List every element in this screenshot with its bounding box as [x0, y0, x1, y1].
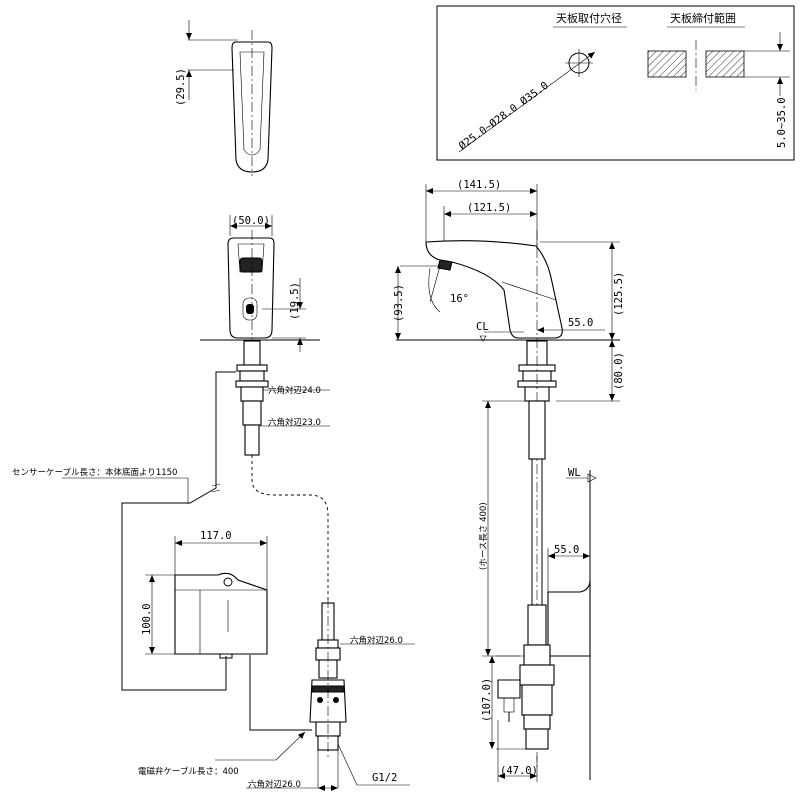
clamp-range-title: 天板締付範囲 [670, 11, 736, 25]
control-width-dim: 117.0 [200, 530, 232, 542]
legend-box: 天板取付穴径 天板締付範囲 Ø25.0~Ø28.0 Ø35.0 5.0~35.0 [436, 5, 795, 161]
front-view [62, 215, 415, 791]
thickness-range-dim: 5.0~35.0 [776, 97, 788, 148]
solenoid-valve-front [309, 598, 347, 760]
hex-24-label: 六角対辺24.0 [268, 385, 321, 396]
centerline-label: CL [476, 321, 489, 333]
legend-frame [436, 5, 795, 161]
overall-length-dim: (141.5) [457, 179, 501, 191]
control-box-side [547, 579, 591, 657]
hose-length-dim: (ホース長さ 400) [479, 502, 489, 570]
top-view [186, 20, 273, 176]
side-view [395, 184, 620, 782]
counter-thickness-symbol [647, 32, 790, 96]
faucet-body-side [425, 240, 563, 339]
valve-width-dim: (47.0) [500, 765, 538, 777]
hex-23-label: 六角対辺23.0 [268, 417, 321, 428]
valve-cable [249, 655, 312, 731]
control-height-dim: 100.0 [141, 603, 153, 635]
control-box [174, 572, 268, 655]
valve-cable-label: 電磁弁ケーブル長さ：400 [138, 766, 239, 777]
base-dim: 55.0 [568, 317, 593, 329]
sensor-window [242, 297, 258, 321]
reach-dim: (121.5) [467, 202, 511, 214]
height-dim: (125.5) [613, 272, 625, 316]
spout-height-dim: (93.5) [393, 284, 405, 322]
hole-diameter-dim: Ø25.0~Ø28.0 Ø35.0 [457, 80, 551, 153]
wall-offset-dim: 55.0 [554, 544, 579, 556]
water-line-label: WL [568, 467, 581, 479]
sensor-cable-label: センサーケーブル長さ：本体底面より1150 [12, 467, 177, 478]
spout-outlet [239, 257, 263, 273]
faucet-body-front [227, 237, 275, 339]
top-depth-dim: (29.5) [175, 68, 187, 106]
hose-path-front [251, 455, 329, 602]
hex-26-lower-label: 六角対辺26.0 [248, 779, 301, 790]
front-width-dim: (50.0) [232, 215, 270, 227]
valve-height-dim: (107.0) [481, 678, 493, 722]
sensor-cable [121, 371, 236, 691]
thread-label: G1/2 [372, 772, 397, 784]
spout-angle: 16° [450, 293, 469, 305]
hole-diameter-title: 天板取付穴径 [556, 11, 622, 25]
shank-dim: (80.0) [613, 352, 625, 390]
hex-26-upper-label: 六角対辺26.0 [350, 635, 403, 646]
sensor-height-dim: (19.5) [289, 282, 301, 320]
mounting-hole-symbol [458, 49, 596, 153]
